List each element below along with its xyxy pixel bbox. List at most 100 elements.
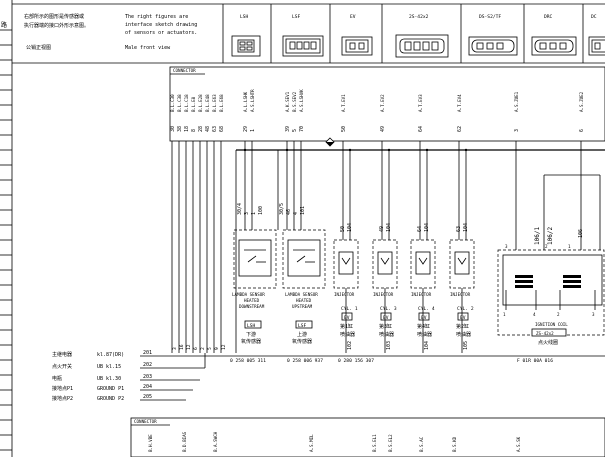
svg-text:63: 63 <box>456 226 462 232</box>
svg-text:喷油器: 喷油器 <box>417 331 432 338</box>
svg-text:点火线圈: 点火线圈 <box>538 339 558 346</box>
svg-text:6: 6 <box>579 129 585 132</box>
svg-text:104: 104 <box>463 223 469 232</box>
svg-text:12: 12 <box>221 344 227 350</box>
svg-text:INJECTOR: INJECTOR <box>450 292 471 297</box>
injector-part-number: 0 280 156 307 <box>338 358 374 364</box>
svg-text:1: 1 <box>568 244 571 249</box>
top-pins: B.L.C30 B.L.C38 B.L.C18 B.L.E8 B.L.E28 B… <box>170 94 225 132</box>
note-cn-line2: 执行器端的接口外形示意图。 <box>24 22 89 29</box>
svg-text:16: 16 <box>179 344 185 350</box>
top-pin-num: 18 <box>184 126 190 132</box>
svg-text:CYL. 1: CYL. 1 <box>341 306 358 312</box>
top-pin-sig: B.L.C18 <box>184 94 189 112</box>
svg-text:A.T.EV3: A.T.EV3 <box>418 94 423 112</box>
svg-text:EV: EV <box>421 315 427 321</box>
svg-text:4: 4 <box>533 312 536 317</box>
svg-text:30/5: 30/5 <box>279 203 285 215</box>
pin-dots <box>243 148 468 152</box>
connector-face-lsh-icon <box>231 35 261 57</box>
svg-text:HEATED: HEATED <box>244 298 260 303</box>
column-dc: DC <box>591 14 597 20</box>
svg-text:INJECTOR: INJECTOR <box>373 292 394 297</box>
svg-text:104: 104 <box>424 223 430 232</box>
svg-text:1: 1 <box>503 312 506 317</box>
left-ruler <box>0 29 12 451</box>
connector-face-ds-icon <box>468 36 518 56</box>
svg-text:5: 5 <box>292 129 298 132</box>
svg-text:5: 5 <box>207 347 213 350</box>
svg-text:ZS-42x2: ZS-42x2 <box>536 331 554 336</box>
top-pin-sig: B.L.E63 <box>212 94 217 112</box>
view-en: Male front view <box>125 45 171 51</box>
svg-text:第1缸: 第1缸 <box>340 323 353 330</box>
connector-face-drc-icon <box>531 36 577 56</box>
header-table <box>12 3 605 64</box>
svg-text:氧传感器: 氧传感器 <box>241 338 261 345</box>
svg-text:点火开关: 点火开关 <box>52 363 72 370</box>
svg-text:A.S.ZUE2: A.S.ZUE2 <box>579 91 584 112</box>
svg-text:A.T.EV4: A.T.EV4 <box>457 94 462 112</box>
svg-text:LAMBDA SENSOR: LAMBDA SENSOR <box>285 292 318 297</box>
svg-text:1: 1 <box>251 212 257 215</box>
svg-text:B.S.KD: B.S.KD <box>452 436 457 452</box>
top-pin-num: 48 <box>205 126 211 132</box>
svg-text:4: 4 <box>293 212 299 215</box>
top-pin-sig: B.L.C30 <box>170 94 175 112</box>
svg-text:下游: 下游 <box>246 331 256 338</box>
svg-text:喷油器: 喷油器 <box>340 331 355 338</box>
top-pin-num: 68 <box>219 126 225 132</box>
column-zs: 2S-42x2 <box>409 14 429 20</box>
top-pin-sig: B.L.E8 <box>191 96 196 112</box>
svg-text:106/1: 106/1 <box>534 227 541 245</box>
svg-text:104: 104 <box>424 341 430 350</box>
svg-text:第3缸: 第3缸 <box>379 323 392 330</box>
svg-text:A.S.ZUE1: A.S.ZUE1 <box>514 91 519 112</box>
svg-text:39: 39 <box>285 126 291 132</box>
svg-text:62: 62 <box>457 126 463 132</box>
svg-text:电瓶: 电瓶 <box>52 375 62 382</box>
top-pin-num: 63 <box>212 126 218 132</box>
svg-text:LAMBDA SENSOR: LAMBDA SENSOR <box>232 292 265 297</box>
svg-text:106/2: 106/2 <box>547 227 554 245</box>
svg-text:B.S.EL1: B.S.EL1 <box>372 434 377 452</box>
injector-pins: A.T.EV1 A.T.EV2 A.T.EV3 A.T.EV4 50 49 64… <box>341 94 463 132</box>
svg-text:INJECTOR: INJECTOR <box>411 292 432 297</box>
svg-text:201: 201 <box>143 350 152 356</box>
svg-text:30/4: 30/4 <box>237 203 243 215</box>
svg-text:203: 203 <box>143 374 152 380</box>
svg-text:6: 6 <box>193 347 199 350</box>
top-pin-sig: B.L.E48 <box>205 94 210 112</box>
connector-face-lsf-icon <box>282 35 324 57</box>
svg-text:102: 102 <box>347 341 353 350</box>
svg-text:B.A.SWCH: B.A.SWCH <box>213 431 218 452</box>
injector-cyl2: 63 104 INJECTOR CYL. 2 EV 第2缸 喷油器 105 <box>449 223 475 353</box>
svg-text:上游: 上游 <box>297 331 307 338</box>
svg-text:B.S.SEV2: B.S.SEV2 <box>292 91 297 112</box>
svg-text:A.T.EV1: A.T.EV1 <box>341 94 346 112</box>
lambda-sensor-downstream: 30/4 3 1 100 LAMBDA SENSOR HEATED DOWNST… <box>232 203 277 345</box>
svg-text:64: 64 <box>417 226 423 232</box>
lambda-down-part-number: 0 258 005 311 <box>230 358 266 364</box>
svg-text:EV: EV <box>460 315 466 321</box>
injector-cyl1: 50 104 INJECTOR CYL. 1 EV 第1缸 喷油器 102 <box>333 223 359 353</box>
note-en-line3: of sensors or actuators. <box>125 30 197 36</box>
svg-text:A.S.MIL: A.S.MIL <box>309 434 314 452</box>
svg-text:50: 50 <box>341 126 347 132</box>
svg-text:B.H.VBE: B.H.VBE <box>148 434 153 452</box>
svg-text:EV: EV <box>344 315 350 321</box>
svg-text:B.S.AC: B.S.AC <box>419 436 424 452</box>
ignition-coil: 106/1 106/2 106 3 2 1 1 4 2 3 IGNITION C… <box>497 227 605 346</box>
column-ev: EV <box>350 14 356 20</box>
svg-text:101: 101 <box>300 206 306 215</box>
injector-cyl4: 64 104 INJECTOR CYL. 4 EV 第4缸 喷油器 104 <box>410 223 436 353</box>
svg-text:100: 100 <box>258 206 264 215</box>
svg-text:29: 29 <box>243 126 249 132</box>
svg-text:主继电器: 主继电器 <box>52 351 72 358</box>
svg-text:205: 205 <box>143 394 152 400</box>
svg-text:B.D.BIAS: B.D.BIAS <box>182 431 187 452</box>
column-ds: DS-S2/TF <box>479 14 501 20</box>
bus-tick-labels: 3 16 12 6 2 5 9 12 <box>172 344 227 350</box>
svg-text:2: 2 <box>200 347 206 350</box>
coil-winding-right-icon <box>563 275 581 288</box>
